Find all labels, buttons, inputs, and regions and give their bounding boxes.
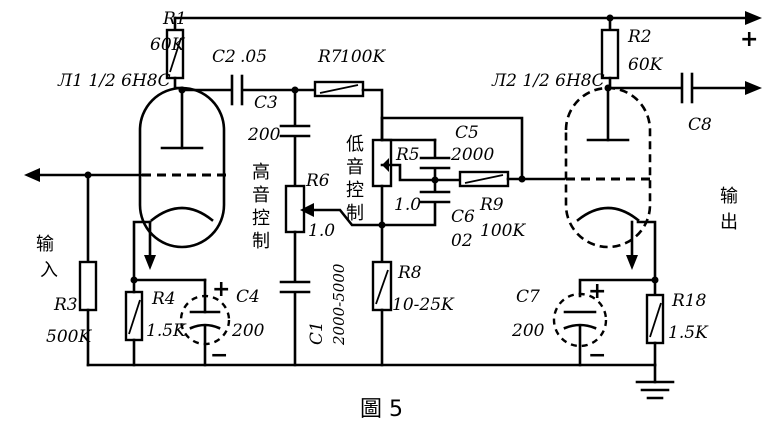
r5-label: R5 xyxy=(395,145,420,165)
tube2-label: Л2 1/2 6Н8С xyxy=(491,71,605,91)
c3-value: 200 xyxy=(247,125,281,145)
r3-value: 500K xyxy=(46,327,92,347)
r2-label: R2 xyxy=(627,27,652,47)
r1-value: 60K xyxy=(150,35,186,55)
c7-minus: − xyxy=(588,343,606,368)
c7-capacitor xyxy=(552,292,608,348)
bass-label-1: 低 xyxy=(346,134,364,155)
treble-label-3: 控 xyxy=(252,208,270,229)
c4-plus: + xyxy=(212,277,230,302)
r3-label: R3 xyxy=(53,295,78,315)
r6-label: R6 xyxy=(305,171,330,191)
supply-arrow xyxy=(745,11,762,25)
output-label-2: 出 xyxy=(720,212,738,233)
r18-label: R18 xyxy=(671,291,707,311)
r4-label: R4 xyxy=(151,289,176,309)
output-arrow xyxy=(745,81,762,95)
c4-minus: − xyxy=(210,343,228,368)
figure-caption: 圖 5 xyxy=(360,397,403,422)
r8-label: R8 xyxy=(397,263,422,283)
c6-value: 02 xyxy=(451,231,473,251)
c3-label: C3 xyxy=(254,93,278,113)
c4-label: C4 xyxy=(236,287,260,307)
bass-label-3: 控 xyxy=(346,180,364,201)
c2-label: C2 xyxy=(212,47,236,67)
ground-symbol xyxy=(635,380,675,400)
r4-value: 1.5K xyxy=(146,321,187,341)
r7-value: 100K xyxy=(340,47,386,67)
c1-label: C1 xyxy=(307,321,327,345)
c1-value: 2000-5000 xyxy=(330,263,348,346)
r18-value: 1.5K xyxy=(668,323,709,343)
r9-label: R9 xyxy=(479,195,504,215)
c5-value: 2000 xyxy=(450,145,494,165)
treble-label-4: 制 xyxy=(252,231,270,252)
input-label-2: 入 xyxy=(40,260,58,281)
c6-label: C6 xyxy=(451,207,475,227)
r1-label: R1 xyxy=(162,9,187,29)
r8-value: 10-25K xyxy=(392,295,455,315)
output-label-1: 输 xyxy=(720,186,738,207)
c8-label: C8 xyxy=(688,115,712,135)
bass-label-4: 制 xyxy=(346,203,364,224)
tube1-label: Л1 1/2 6Н8С xyxy=(57,71,171,91)
r3-resistor xyxy=(78,260,98,312)
c5-label: C5 xyxy=(455,123,479,143)
c2-value: .05 xyxy=(240,47,267,67)
r6-value: 1.0 xyxy=(308,221,335,241)
r9-value: 100K xyxy=(480,221,526,241)
r5-value: 1.0 xyxy=(394,195,421,215)
input-arrow xyxy=(24,168,40,182)
treble-label-2: 音 xyxy=(252,185,270,206)
input-label-1: 输 xyxy=(36,234,54,255)
r6-potentiometer xyxy=(284,184,306,234)
c7-label: C7 xyxy=(516,287,540,307)
c7-value: 200 xyxy=(511,321,545,341)
r2-value: 60K xyxy=(628,55,664,75)
bass-label-2: 音 xyxy=(346,157,364,178)
treble-label-1: 高 xyxy=(252,162,270,183)
plus-label: + xyxy=(740,27,758,52)
c4-value: 200 xyxy=(231,321,265,341)
r7-label: R7 xyxy=(317,47,342,67)
c7-plus: + xyxy=(588,279,606,304)
